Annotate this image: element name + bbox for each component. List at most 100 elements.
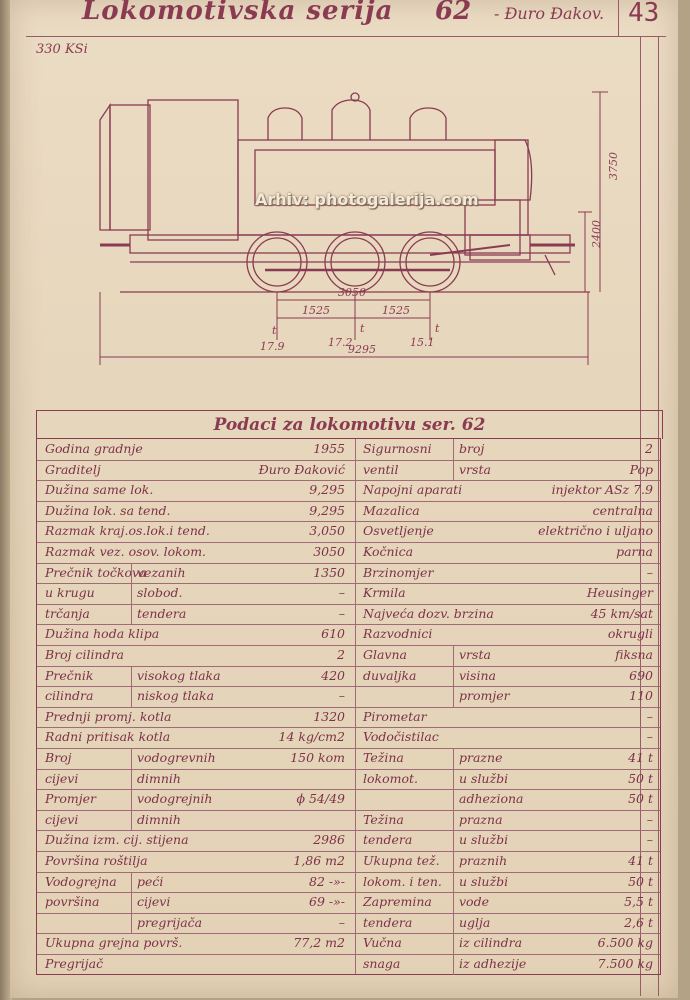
table-row-line — [37, 748, 660, 749]
sub-divider — [453, 871, 454, 893]
table-row-line — [37, 500, 660, 502]
left-row-label: Razmak vez. osov. lokom. — [45, 544, 207, 559]
table-header: Podaci za lokomotivu ser. 62 — [36, 410, 663, 439]
right-row-label: Mazalica — [363, 502, 420, 518]
right-row-sublabel: u službi — [459, 873, 509, 889]
right-row-label: lokomot. — [363, 770, 418, 786]
sub-divider — [453, 768, 454, 790]
table-row-line — [37, 912, 660, 914]
right-row-sublabel: promjer — [459, 688, 510, 704]
header-divider — [618, 0, 619, 36]
right-row-label: Osvetljenje — [363, 523, 434, 539]
table-row-line — [37, 789, 660, 791]
table-row-line — [37, 727, 660, 729]
left-row-sublabel: peći — [137, 873, 164, 889]
dome — [331, 99, 371, 140]
table-row-line — [37, 645, 660, 646]
left-row-label: Prečnik točkova — [45, 564, 147, 580]
left-row-label: u krugu — [45, 585, 95, 601]
table-row-line — [37, 871, 660, 873]
right-row-sublabel: vrsta — [459, 647, 491, 662]
right-row-label: Težina — [363, 750, 404, 765]
locomotive-drawing — [99, 91, 608, 365]
sub-divider — [453, 459, 454, 481]
sub-divider — [453, 851, 454, 872]
sub-divider — [131, 789, 132, 810]
table-row-line — [37, 583, 660, 585]
left-row-value: 14 kg/cm2 — [278, 729, 345, 745]
sub-divider — [453, 748, 454, 769]
right-row-sublabel: vrsta — [459, 461, 491, 477]
axle-load-2: 17.2 — [328, 336, 353, 349]
right-row-value: – — [646, 729, 653, 745]
right-row-sublabel: broj — [459, 441, 485, 456]
table-row-line — [37, 830, 660, 832]
table-mid-divider — [355, 439, 356, 974]
axle-load-1: 17.9 — [260, 340, 285, 353]
cab-rear — [109, 104, 151, 231]
right-row-label: Vučna — [363, 935, 402, 951]
right-row-sublabel: prazne — [459, 750, 503, 765]
left-row-value: 77,2 m2 — [293, 935, 345, 951]
dim-spacing-1: 1525 — [302, 304, 330, 317]
left-row-sublabel: pregrijača — [137, 914, 203, 930]
left-row-value: 1,86 m2 — [293, 853, 345, 868]
table-row-line — [37, 892, 660, 894]
right-row-label: Napojni aparati — [363, 482, 463, 498]
left-row-value: 1955 — [313, 441, 345, 456]
left-row-label: Dužina hoda klipa — [45, 626, 160, 642]
right-row-label: Razvodnici — [363, 626, 433, 642]
left-row-label: Prečnik — [45, 667, 94, 683]
table-row-line — [37, 603, 660, 605]
dim-length-total: 9295 — [348, 343, 376, 356]
left-row-sublabel: slobod. — [137, 585, 183, 601]
right-row-label: Sigurnosni — [363, 441, 432, 456]
left-row-sublabel: vodogrejnih — [137, 791, 213, 807]
sub-divider — [453, 892, 454, 913]
sub-divider — [131, 686, 132, 707]
right-row-value: – — [646, 832, 653, 848]
left-row-label: trčanja — [45, 605, 90, 621]
right-row-label: Zapremina — [363, 894, 432, 910]
right-row-label: Brzinomjer — [363, 564, 434, 580]
left-row-value: 1350 — [313, 564, 345, 580]
left-row-label: Graditelj — [45, 461, 101, 477]
dim-height-total: 3750 — [607, 152, 620, 180]
left-row-label: cilindra — [45, 688, 94, 704]
right-row-sublabel: iz adhezije — [459, 956, 527, 971]
smokebox — [494, 139, 533, 201]
right-row-value: 45 km/sat — [590, 605, 653, 621]
datasheet-page: Lokomotivska serija 62 - Đuro Đakov. 43 … — [10, 0, 678, 998]
table-row-line — [37, 809, 660, 811]
builder-name: - Đuro Đakov. — [494, 4, 605, 23]
unit-t-3: t — [435, 322, 440, 335]
sub-divider — [131, 665, 132, 687]
right-row-sublabel: visina — [459, 667, 496, 683]
right-row-sublabel: prazna — [459, 811, 503, 827]
left-row-value: 420 — [321, 667, 345, 683]
left-row-label: Broj cilindra — [45, 647, 125, 662]
dim-height-axle: 2400 — [590, 220, 603, 248]
right-row-sublabel: iz cilindra — [459, 935, 523, 951]
left-row-value: 1320 — [313, 708, 345, 724]
left-row-label: cijevi — [45, 811, 79, 827]
sub-divider — [453, 830, 454, 851]
right-row-value: 2 — [645, 441, 653, 456]
left-row-value: – — [338, 585, 345, 601]
right-row-sublabel: adheziona — [459, 791, 524, 807]
left-row-label: Dužina same lok. — [45, 482, 154, 498]
left-row-value: 2986 — [313, 832, 345, 848]
margin-line-2 — [658, 36, 659, 996]
sub-divider — [453, 789, 454, 810]
left-row-label: Pregrijač — [45, 956, 104, 971]
right-row-value: – — [646, 811, 653, 827]
sub-divider — [131, 912, 132, 934]
unit-t-2: t — [360, 322, 365, 335]
sub-divider — [453, 665, 454, 687]
right-row-value: okrugli — [607, 626, 653, 642]
right-row-value: 690 — [629, 667, 653, 683]
sub-divider — [131, 603, 132, 625]
left-row-label: površina — [45, 894, 100, 910]
table-row-line — [37, 542, 660, 543]
